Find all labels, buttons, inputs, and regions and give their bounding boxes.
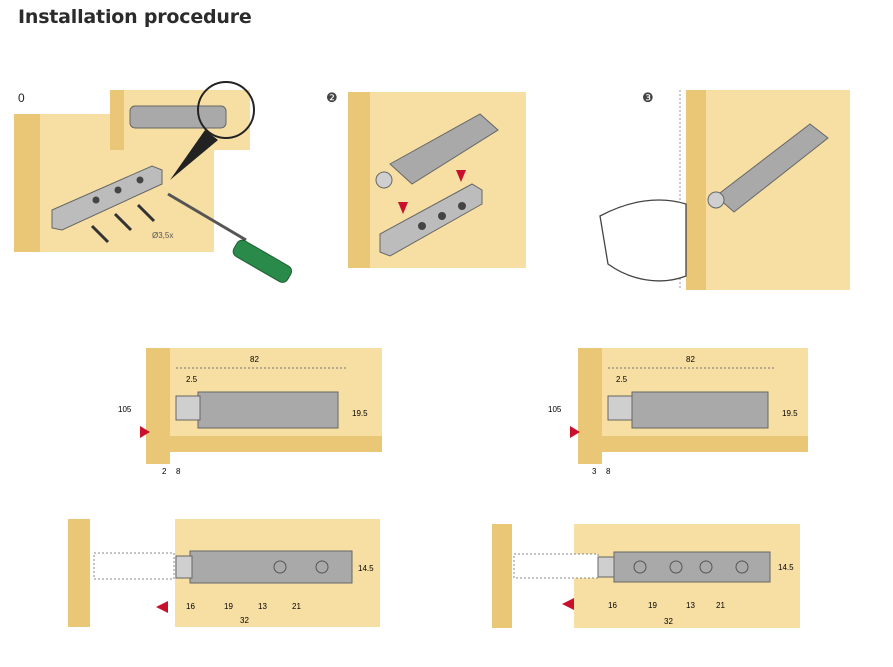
top-view-left: 14.5 16 19 13 21 32 xyxy=(68,519,380,627)
pointer-arrow xyxy=(156,601,168,613)
step-1-illustration: 0 Ø3,5x xyxy=(14,81,292,283)
wood-edge xyxy=(492,524,512,628)
dim-right: 14.5 xyxy=(358,564,374,573)
step-2-illustration: ❷ xyxy=(326,90,526,268)
dim-top: 82 xyxy=(250,355,259,364)
dim-total: 32 xyxy=(664,617,673,626)
dim-1: 16 xyxy=(608,601,617,610)
dim-3: 13 xyxy=(258,602,267,611)
mounting-plate xyxy=(379,183,483,257)
damper-body xyxy=(613,551,771,583)
dim-4: 21 xyxy=(716,601,725,610)
ghost-piston xyxy=(513,553,599,579)
ghost-piston xyxy=(93,552,175,580)
screw xyxy=(90,224,110,244)
dim-bottom-a: 2 xyxy=(162,467,167,476)
dim-bottom-b: 8 xyxy=(606,467,611,476)
damper-body xyxy=(389,113,499,185)
step-2-marker: ❷ xyxy=(326,90,338,105)
dim-gap: 2.5 xyxy=(186,375,198,384)
wood-edge xyxy=(686,90,706,290)
dim-bottom-a: 3 xyxy=(592,467,597,476)
damper-body xyxy=(631,391,769,429)
dim-2: 19 xyxy=(648,601,657,610)
down-arrow xyxy=(398,202,408,214)
dim-right: 19.5 xyxy=(352,409,368,418)
top-view-right: 14.5 16 19 13 21 32 xyxy=(492,524,800,628)
dim-left: 105 xyxy=(548,405,562,414)
screwdriver-handle xyxy=(232,239,292,283)
dim-top: 82 xyxy=(686,355,695,364)
hand xyxy=(599,199,687,282)
wood-edge xyxy=(578,348,602,464)
damper-body xyxy=(197,391,339,429)
screwdriver-shaft xyxy=(167,192,247,242)
mounting-plate xyxy=(51,165,163,231)
screw-label: Ø3,5x xyxy=(152,231,173,240)
dim-total: 32 xyxy=(240,616,249,625)
pointer-arrow xyxy=(140,426,150,438)
dim-2: 19 xyxy=(224,602,233,611)
damper-body xyxy=(129,105,227,129)
step-3-illustration: ❸ xyxy=(599,90,850,290)
dim-gap: 2.5 xyxy=(616,375,628,384)
wood-edge xyxy=(348,92,370,268)
dim-right: 14.5 xyxy=(778,563,794,572)
dim-3: 13 xyxy=(686,601,695,610)
pointer-arrow xyxy=(562,598,574,610)
wood-panel xyxy=(686,90,850,290)
dim-4: 21 xyxy=(292,602,301,611)
step-3-marker: ❸ xyxy=(642,90,654,105)
dim-bottom-b: 8 xyxy=(176,467,181,476)
step-1-marker: 0 xyxy=(18,91,25,105)
pointer-arrow xyxy=(570,426,580,438)
dim-right: 19.5 xyxy=(782,409,798,418)
damper-body xyxy=(715,123,829,213)
wood-panel xyxy=(348,92,526,268)
magnifier-circle xyxy=(197,81,255,139)
wood-edge xyxy=(68,519,90,627)
dim-left: 105 xyxy=(118,405,132,414)
page-title: Installation procedure xyxy=(18,6,252,28)
side-view-left: 82 2.5 105 19.5 2 8 xyxy=(118,348,382,476)
dim-1: 16 xyxy=(186,602,195,611)
wood-edge xyxy=(14,114,40,252)
wood-edge xyxy=(146,348,170,464)
damper-body xyxy=(189,550,353,584)
side-view-right: 82 2.5 105 19.5 3 8 xyxy=(548,348,808,476)
